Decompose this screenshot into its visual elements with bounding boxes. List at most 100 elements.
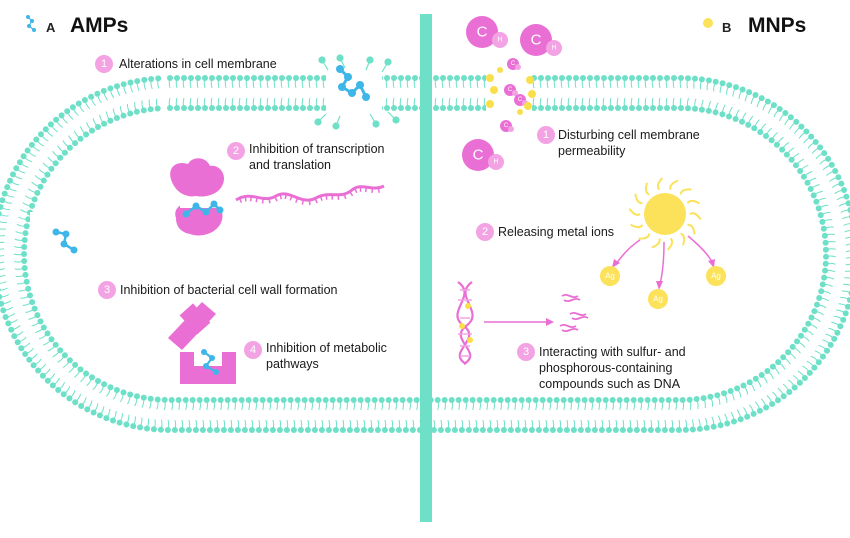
amp-in-wall-pore-icon [52,228,78,254]
lipid-head [75,100,82,107]
lipid-head [552,105,558,111]
lipid-head [820,353,826,360]
lipid-head [698,106,705,113]
lipid-head [18,345,25,352]
lipid-head [594,105,600,111]
lipid-head [72,140,79,147]
lipid-head [678,75,684,81]
lipid-head [216,105,222,111]
lipid-head [644,397,651,403]
lipid-head [744,413,751,420]
lipid-head [643,75,649,81]
lipid-head [164,427,171,433]
lipid-head [27,292,33,299]
lipid-head [630,397,637,403]
lipid-head [315,397,322,403]
lipid-head [824,347,830,354]
lipid-head [794,338,800,345]
lipid-head [234,427,241,433]
lipid-head [566,105,572,111]
lipid-head [615,75,621,81]
lipid-head [202,75,208,81]
lipid-head [539,397,546,403]
lipid-head [57,347,64,354]
lipid-head [560,397,567,403]
lipid-head [24,147,31,154]
lipid-head [552,75,558,81]
lipid-head [798,123,805,130]
lipid-head [775,397,781,404]
lipid-head [178,427,185,433]
lipid-head [803,128,810,135]
lipid-head [280,397,287,403]
lipid-head [556,427,563,433]
lipid-head [623,397,630,403]
lipid-head [329,397,336,403]
lipid-head [22,351,29,357]
lipid-tail [0,235,6,237]
lipid-head [144,425,150,432]
lipid-head [521,427,528,433]
lipid-head [72,399,79,406]
lipid-head [745,121,752,128]
membrane-pore-top [326,62,382,114]
lipid-head [514,427,521,433]
lipid-head [685,75,691,82]
lipid-head [806,369,813,376]
lipid-head [737,416,744,423]
lipid-head [454,105,460,111]
lipid-head [44,377,51,384]
lipid-head [148,76,155,82]
lipid-head [696,425,703,432]
lipid-head [0,204,4,210]
mrna-base [308,199,311,206]
lipid-head [405,75,411,81]
lipid-head [698,76,705,83]
lipid-head [693,396,700,402]
lipid-head [364,397,371,403]
lipid-head [127,391,134,398]
lipid-head [77,366,84,373]
lipid-head [797,168,804,174]
lipid-head [276,427,283,433]
lipid-head [251,75,257,81]
lipid-head [834,329,841,336]
carbon-label: C [504,123,509,129]
lipid-head [507,427,514,433]
step-a3-text: Inhibition of bacterial cell wall format… [120,283,338,297]
lipid-head [468,105,474,111]
mrna-base [314,198,318,204]
lipid-head [685,105,691,112]
sun-ray [689,212,702,220]
step-a2-text-line2: and translation [249,158,331,172]
lipid-head [405,105,411,111]
lipid-tail [0,221,8,224]
lipid-head [287,397,294,403]
lipid-head [504,397,511,403]
sun-ray [630,223,644,229]
lipid-head [58,112,65,119]
lipid-head [21,251,27,257]
lipid-head [567,397,574,403]
lipid-head [844,303,850,310]
lipid-head [622,75,628,81]
lipid-head [661,427,668,433]
lipid-head [783,151,790,158]
lipid-head [0,293,3,300]
lipid-head [195,105,201,111]
lipid-head [808,133,815,140]
lipid-head [0,210,2,217]
lipid-head [294,397,301,403]
lipid-head [668,427,675,433]
sun-ray [634,193,643,205]
lipid-head [265,105,271,111]
lipid-head [764,98,771,105]
lipid-head [318,427,325,433]
mrna-base [353,187,358,194]
lipid-head [825,155,832,162]
step-a1-number: 1 [101,58,107,70]
lipid-head [31,196,38,203]
lipid-head [658,397,665,403]
lipid-head [168,397,175,403]
lipid-head [21,244,28,250]
